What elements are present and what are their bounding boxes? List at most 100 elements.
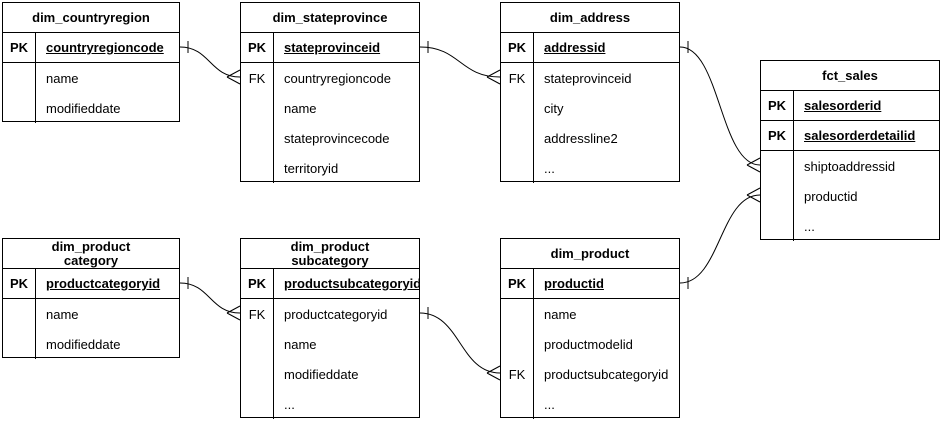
column-name: city — [544, 100, 564, 116]
entity-title: dim_address — [501, 3, 679, 33]
table-row: ... — [501, 389, 679, 419]
table-row: addressline2 — [501, 123, 679, 153]
pk-badge: PK — [3, 33, 36, 62]
key-cell — [3, 299, 36, 329]
key-cell — [3, 63, 36, 93]
relationship-product-fctsales — [679, 187, 761, 289]
fk-badge: FK — [241, 63, 274, 93]
entity-fct-sales: fct_sales PK salesorderid PK salesorderd… — [760, 60, 940, 241]
key-cell — [3, 329, 36, 359]
entity-title: dim_countryregion — [3, 3, 179, 33]
table-row: modifieddate — [3, 329, 179, 359]
key-cell — [241, 153, 274, 183]
pk-badge: PK — [501, 269, 534, 298]
table-row: modifieddate — [241, 359, 419, 389]
key-cell — [241, 93, 274, 123]
key-cell — [761, 211, 794, 241]
entity-dim-product-subcategory: dim_product subcategory PK productsubcat… — [240, 238, 420, 419]
column-name: territoryid — [284, 160, 339, 176]
pk-badge: PK — [241, 269, 274, 298]
key-cell — [501, 123, 534, 153]
column-name: modifieddate — [46, 100, 121, 116]
key-cell — [761, 181, 794, 211]
many-cardinality-crowsfoot-icon — [486, 69, 501, 85]
key-cell — [241, 359, 274, 389]
relationship-category-subcategory — [179, 277, 241, 321]
table-row: productmodelid — [501, 329, 679, 359]
column-name: name — [284, 100, 317, 116]
many-cardinality-crowsfoot-icon — [746, 187, 761, 203]
column-name: stateprovinceid — [284, 40, 381, 55]
table-row: PK salesorderdetailid — [761, 121, 939, 151]
column-name: addressid — [544, 40, 606, 55]
table-row: FK stateprovinceid — [501, 63, 679, 93]
column-name: ... — [544, 396, 555, 412]
relationship-line — [179, 46, 241, 78]
entity-dim-countryregion: dim_countryregion PK countryregioncode n… — [2, 2, 180, 123]
table-row: ... — [501, 153, 679, 183]
pk-badge: PK — [761, 91, 794, 120]
key-cell — [241, 329, 274, 359]
table-row: name — [3, 63, 179, 93]
key-cell — [501, 329, 534, 359]
column-name: productsubcategoryid — [284, 276, 419, 291]
key-cell — [241, 389, 274, 419]
table-row: stateprovincecode — [241, 123, 419, 153]
entity-dim-address: dim_address PK addressid FK stateprovinc… — [500, 2, 680, 183]
key-cell — [501, 299, 534, 329]
fk-badge: FK — [241, 299, 274, 329]
relationship-line — [679, 194, 761, 284]
table-row: PK productid — [501, 269, 679, 299]
column-name: shiptoaddressid — [804, 158, 896, 174]
table-row: PK stateprovinceid — [241, 33, 419, 63]
table-row: PK countryregioncode — [3, 33, 179, 63]
column-name: modifieddate — [46, 336, 121, 352]
table-row: modifieddate — [3, 93, 179, 123]
table-row: PK productcategoryid — [3, 269, 179, 299]
relationship-line — [179, 282, 241, 314]
many-cardinality-crowsfoot-icon — [226, 305, 241, 321]
entity-title: dim_product category — [3, 239, 179, 269]
column-name: stateprovinceid — [544, 70, 632, 86]
table-row: ... — [241, 389, 419, 419]
column-name: name — [46, 306, 79, 322]
entity-dim-product: dim_product PK productid name productmod… — [500, 238, 680, 419]
relationship-address-fctsales — [679, 41, 761, 173]
many-cardinality-crowsfoot-icon — [746, 157, 761, 173]
key-cell — [501, 93, 534, 123]
column-name: salesorderid — [804, 98, 882, 113]
column-name: productid — [804, 188, 858, 204]
table-row: shiptoaddressid — [761, 151, 939, 181]
column-name: name — [46, 70, 79, 86]
entity-title: dim_product — [501, 239, 679, 269]
key-cell — [3, 93, 36, 123]
fk-badge: FK — [501, 359, 534, 389]
relationship-line — [419, 312, 501, 374]
column-name: productmodelid — [544, 336, 633, 352]
column-name: stateprovincecode — [284, 130, 390, 146]
column-name: ... — [544, 160, 555, 176]
relationship-countryregion-stateprovince — [179, 41, 241, 85]
table-row: FK productcategoryid — [241, 299, 419, 329]
table-row: ... — [761, 211, 939, 241]
table-row: city — [501, 93, 679, 123]
column-name: name — [544, 306, 577, 322]
column-name: countryregioncode — [284, 70, 391, 86]
table-row: name — [501, 299, 679, 329]
pk-badge: PK — [241, 33, 274, 62]
column-name: modifieddate — [284, 366, 359, 382]
fk-badge: FK — [501, 63, 534, 93]
table-row: PK salesorderid — [761, 91, 939, 121]
table-row: name — [241, 329, 419, 359]
pk-badge: PK — [761, 121, 794, 150]
entity-title: dim_product subcategory — [241, 239, 419, 269]
table-row: productid — [761, 181, 939, 211]
many-cardinality-crowsfoot-icon — [226, 69, 241, 85]
table-row: FK productsubcategoryid — [501, 359, 679, 389]
pk-badge: PK — [3, 269, 36, 298]
column-name: salesorderdetailid — [804, 128, 916, 143]
relationship-subcategory-product — [419, 307, 501, 381]
relationship-line — [419, 46, 501, 78]
table-row: FK countryregioncode — [241, 63, 419, 93]
table-row: name — [241, 93, 419, 123]
